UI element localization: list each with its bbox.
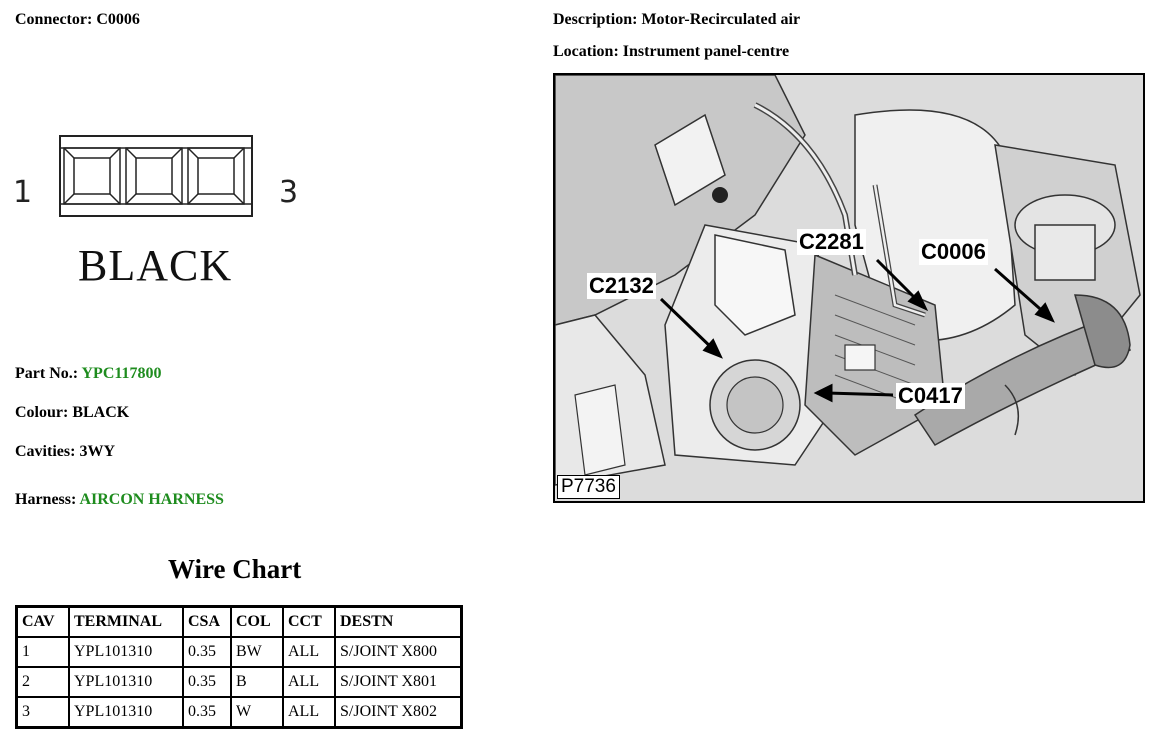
- cell-cav: 1: [15, 636, 70, 668]
- colour-label: Colour:: [15, 404, 69, 421]
- callout-c0417: C0417: [896, 383, 965, 409]
- callout-c2281: C2281: [797, 229, 866, 255]
- header-destn: DESTN: [334, 605, 463, 638]
- wire-chart-header-row: CAV TERMINAL CSA COL CCT DESTN: [15, 605, 463, 638]
- harness-label: Harness:: [15, 491, 77, 508]
- description-label: Description:: [553, 11, 638, 28]
- cell-cct: ALL: [282, 636, 336, 668]
- description-value: Motor-Recirculated air: [641, 11, 801, 28]
- header-cct: CCT: [282, 605, 336, 638]
- header-terminal: TERMINAL: [68, 605, 184, 638]
- cell-terminal: YPL101310: [68, 636, 184, 668]
- cell-terminal: YPL101310: [68, 666, 184, 698]
- location-line: Location: Instrument panel-centre: [553, 43, 789, 61]
- cell-cct: ALL: [282, 666, 336, 698]
- cell-cav: 3: [15, 696, 70, 729]
- wire-chart-title: Wire Chart: [168, 554, 302, 584]
- cell-csa: 0.35: [182, 696, 232, 729]
- header-col: COL: [230, 605, 284, 638]
- location-value: Instrument panel-centre: [622, 43, 790, 60]
- connector-colour-text: BLACK: [78, 241, 233, 290]
- colour-line: Colour: BLACK: [15, 404, 129, 422]
- cell-csa: 0.35: [182, 666, 232, 698]
- header-csa: CSA: [182, 605, 232, 638]
- description-line: Description: Motor-Recirculated air: [553, 11, 800, 29]
- colour-value: BLACK: [72, 404, 130, 421]
- pin-number-last: 3: [279, 175, 299, 210]
- callout-c0006: C0006: [919, 239, 988, 265]
- connector-line: Connector: C0006: [15, 11, 140, 29]
- part-no-value: YPC117800: [81, 365, 162, 382]
- cell-col: W: [230, 696, 284, 729]
- cell-destn: S/JOINT X801: [334, 666, 463, 698]
- connector-value: C0006: [96, 11, 140, 28]
- cavities-line: Cavities: 3WY: [15, 443, 115, 461]
- table-row: 1 YPL101310 0.35 BW ALL S/JOINT X800: [15, 636, 463, 668]
- cell-terminal: YPL101310: [68, 696, 184, 729]
- photo-reference: P7736: [557, 475, 620, 499]
- cell-cct: ALL: [282, 696, 336, 729]
- wire-chart-table: CAV TERMINAL CSA COL CCT DESTN 1 YPL1013…: [15, 605, 463, 729]
- cell-csa: 0.35: [182, 636, 232, 668]
- cell-col: B: [230, 666, 284, 698]
- part-no-label: Part No.:: [15, 365, 79, 382]
- cavities-label: Cavities:: [15, 443, 76, 460]
- header-cav: CAV: [15, 605, 70, 638]
- callout-c2132: C2132: [587, 273, 656, 299]
- part-no-line: Part No.: YPC117800: [15, 365, 162, 383]
- table-row: 3 YPL101310 0.35 W ALL S/JOINT X802: [15, 696, 463, 729]
- location-label: Location:: [553, 43, 619, 60]
- harness-value: AIRCON HARNESS: [79, 491, 224, 508]
- cavities-value: 3WY: [79, 443, 115, 460]
- connector-face-diagram: [59, 135, 253, 217]
- cell-destn: S/JOINT X802: [334, 696, 463, 729]
- table-row: 2 YPL101310 0.35 B ALL S/JOINT X801: [15, 666, 463, 698]
- location-photo: C2281 C0006 C2132 C0417 P7736: [553, 73, 1145, 503]
- cell-destn: S/JOINT X800: [334, 636, 463, 668]
- pin-number-first: 1: [13, 175, 33, 210]
- harness-line: Harness: AIRCON HARNESS: [15, 491, 224, 509]
- cell-col: BW: [230, 636, 284, 668]
- cell-cav: 2: [15, 666, 70, 698]
- connector-label: Connector:: [15, 11, 93, 28]
